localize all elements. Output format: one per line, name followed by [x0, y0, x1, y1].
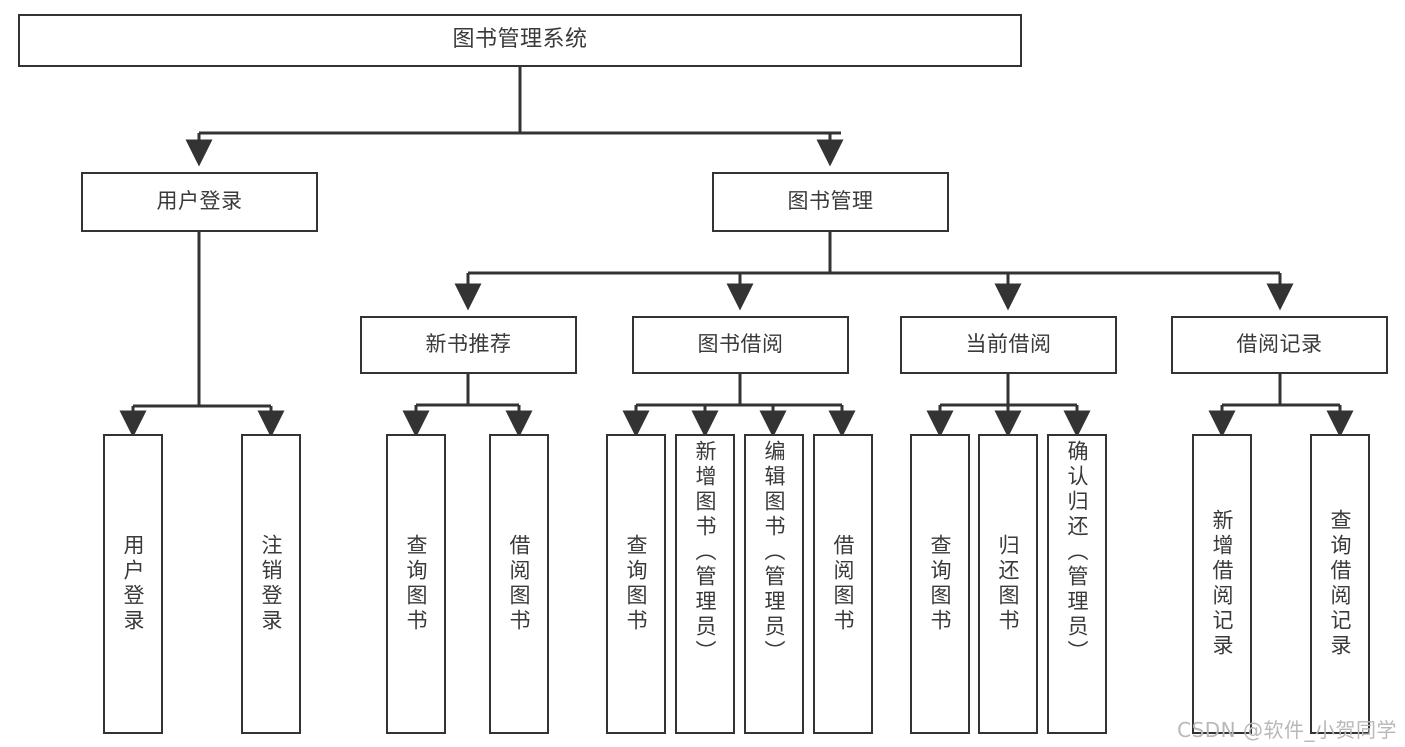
node-current-borrow-label: 当前借阅: [965, 332, 1052, 357]
node-leaf-borrow-book-1-label: 借阅图书: [507, 534, 532, 634]
node-leaf-user-logout-label: 注销登录: [259, 534, 284, 634]
node-user-login[interactable]: 用户登录: [81, 172, 318, 232]
node-leaf-query-book-2[interactable]: 查询图书: [606, 434, 666, 734]
connectors-borrowrecord-to-leaves: [1208, 374, 1354, 438]
node-leaf-user-logout[interactable]: 注销登录: [241, 434, 301, 734]
connectors-root-to-level2: [185, 67, 844, 167]
node-leaf-query-book-1[interactable]: 查询图书: [386, 434, 446, 734]
node-leaf-user-login-label: 用户登录: [121, 534, 146, 634]
node-leaf-borrow-book-2-label: 借阅图书: [831, 534, 856, 634]
node-leaf-add-record[interactable]: 新增借阅记录: [1192, 434, 1252, 734]
node-leaf-user-login[interactable]: 用户登录: [103, 434, 163, 734]
node-leaf-confirm-return[interactable]: 确认归还（管理员）: [1047, 434, 1107, 734]
node-book-manage[interactable]: 图书管理: [712, 172, 949, 232]
node-leaf-add-book[interactable]: 新增图书（管理员）: [675, 434, 735, 734]
node-borrow-record[interactable]: 借阅记录: [1171, 316, 1388, 374]
node-leaf-borrow-book-2[interactable]: 借阅图书: [813, 434, 873, 734]
node-leaf-borrow-book-1[interactable]: 借阅图书: [489, 434, 549, 734]
node-leaf-query-book-3-label: 查询图书: [928, 534, 953, 634]
node-leaf-edit-book[interactable]: 编辑图书（管理员）: [744, 434, 804, 734]
node-leaf-query-record-label: 查询借阅记录: [1328, 509, 1353, 659]
node-leaf-query-book-1-label: 查询图书: [404, 534, 429, 634]
node-borrow-record-label: 借阅记录: [1236, 332, 1323, 357]
connectors-currentborrow-to-leaves: [926, 374, 1091, 438]
node-root[interactable]: 图书管理系统: [18, 14, 1022, 67]
node-new-book-rec[interactable]: 新书推荐: [360, 316, 577, 374]
node-root-label: 图书管理系统: [452, 27, 588, 53]
connectors-newbook-to-leaves: [402, 374, 533, 438]
node-leaf-query-record[interactable]: 查询借阅记录: [1310, 434, 1370, 734]
node-leaf-confirm-return-label: 确认归还（管理员）: [1065, 440, 1090, 665]
connectors-bookborrow-to-leaves: [622, 374, 856, 438]
node-leaf-query-book-3[interactable]: 查询图书: [910, 434, 970, 734]
node-book-manage-label: 图书管理: [787, 189, 874, 214]
node-leaf-query-book-2-label: 查询图书: [624, 534, 649, 634]
node-book-borrow-label: 图书借阅: [697, 332, 784, 357]
connectors-userlogin-to-leaves: [119, 232, 285, 438]
node-leaf-edit-book-label: 编辑图书（管理员）: [762, 440, 787, 665]
node-user-login-label: 用户登录: [156, 189, 243, 214]
node-new-book-rec-label: 新书推荐: [425, 332, 512, 357]
node-current-borrow[interactable]: 当前借阅: [900, 316, 1117, 374]
node-leaf-add-book-label: 新增图书（管理员）: [693, 440, 718, 665]
node-book-borrow[interactable]: 图书借阅: [632, 316, 849, 374]
node-leaf-add-record-label: 新增借阅记录: [1210, 509, 1235, 659]
node-leaf-return-book-label: 归还图书: [996, 534, 1021, 634]
node-leaf-return-book[interactable]: 归还图书: [978, 434, 1038, 734]
connectors-bookmanage-to-level3: [454, 232, 1294, 311]
